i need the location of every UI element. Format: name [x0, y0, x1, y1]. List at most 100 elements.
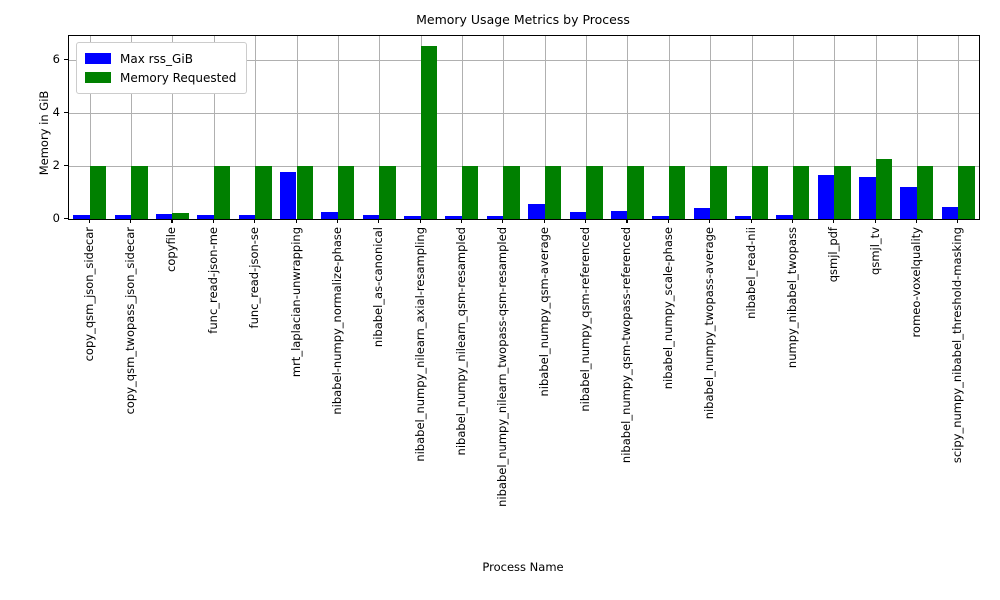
bar	[404, 215, 421, 219]
grid-line-horizontal	[69, 59, 979, 61]
bar	[486, 215, 504, 219]
x-axis-tick-mark	[502, 219, 504, 223]
bar	[916, 165, 934, 219]
x-axis-tick-mark	[88, 219, 90, 223]
bar	[503, 165, 520, 219]
grid-line-vertical	[586, 36, 588, 219]
bar	[461, 165, 479, 219]
y-axis-tick-label: 4	[52, 104, 60, 119]
bar	[73, 215, 90, 219]
grid-line-vertical	[710, 36, 712, 219]
x-axis-tick-mark	[378, 219, 380, 223]
grid-line-vertical	[834, 36, 836, 219]
bar	[875, 159, 893, 219]
bar	[445, 215, 462, 219]
y-axis-tick-mark	[64, 164, 68, 167]
grid-line-vertical	[172, 36, 174, 219]
bar	[627, 165, 644, 219]
y-axis-tick-label: 6	[52, 51, 60, 66]
y-axis-tick-label: 0	[52, 211, 60, 225]
x-axis-tick-mark	[833, 219, 835, 223]
bar	[279, 172, 297, 219]
grid-line-vertical	[213, 36, 215, 219]
grid-line-vertical	[503, 36, 505, 219]
bar	[610, 210, 628, 219]
bar	[751, 165, 769, 219]
x-axis-label: Process Name	[482, 560, 564, 574]
x-axis-tick-mark	[543, 219, 545, 223]
bar	[958, 165, 975, 219]
grid-lines	[69, 36, 979, 219]
grid-line-vertical	[751, 36, 753, 219]
grid-line-vertical	[958, 36, 960, 219]
x-axis-tick-mark	[295, 219, 297, 223]
x-axis-tick-mark	[667, 219, 669, 223]
grid-line-horizontal	[69, 165, 979, 167]
bar	[131, 165, 148, 219]
bar	[710, 165, 727, 219]
bar	[834, 165, 851, 219]
y-axis-tick-mark	[64, 111, 68, 113]
bar	[114, 215, 132, 219]
x-axis-tick-mark	[419, 219, 421, 223]
bar	[569, 212, 587, 219]
y-axis-tick-mark	[64, 58, 68, 60]
bar	[528, 204, 545, 219]
y-axis-tick-label: 2	[52, 157, 60, 172]
bar	[776, 214, 793, 219]
grid-line-vertical	[461, 36, 463, 219]
grid-line-vertical	[627, 36, 629, 219]
bar	[817, 174, 835, 219]
grid-line-vertical	[255, 36, 257, 219]
legend-item-max-rss: Max rss_GiB	[85, 49, 236, 68]
x-axis-tick-mark	[626, 219, 628, 223]
grid-line-vertical	[792, 36, 794, 219]
y-axis-tick-labels: 0 2 4 6	[28, 35, 60, 225]
legend-swatch-memory-requested	[85, 72, 111, 83]
grid-line-vertical	[337, 36, 339, 219]
grid-line-vertical	[875, 36, 877, 219]
x-axis-tick-mark	[254, 219, 256, 223]
bar	[792, 165, 810, 219]
grid-line-vertical	[379, 36, 381, 219]
x-axis-tick-mark	[915, 219, 918, 223]
bar	[337, 165, 355, 219]
bars-container	[69, 36, 979, 219]
grid-line-horizontal	[69, 112, 979, 114]
bar	[255, 165, 272, 219]
x-axis-tick-mark	[709, 219, 711, 223]
bar	[172, 213, 189, 219]
x-axis-tick-mark	[750, 219, 752, 223]
bar	[420, 45, 438, 219]
bar	[668, 165, 686, 219]
x-axis-tick-mark	[957, 219, 959, 223]
x-axis-tick-mark	[874, 219, 876, 223]
bar	[586, 165, 603, 219]
bar	[941, 206, 959, 219]
bar	[238, 215, 256, 219]
legend-item-memory-requested: Memory Requested	[85, 68, 236, 87]
chart-title: Memory Usage Metrics by Process	[416, 12, 630, 27]
bar	[362, 215, 380, 219]
legend-swatch-max-rss	[85, 53, 111, 64]
bar	[734, 215, 752, 219]
grid-line-vertical	[131, 36, 133, 219]
bar	[197, 215, 214, 219]
x-axis-tick-mark	[791, 219, 793, 223]
x-axis-tick-mark	[171, 219, 173, 223]
grid-line-vertical	[296, 36, 298, 219]
bar	[652, 215, 669, 219]
bar	[379, 165, 396, 219]
x-axis-tick-mark	[460, 219, 463, 223]
bar	[544, 165, 562, 219]
bar	[321, 212, 338, 219]
bar	[89, 165, 107, 219]
bar	[900, 187, 917, 219]
grid-line-vertical	[89, 36, 91, 219]
bar	[213, 165, 231, 219]
bar	[693, 207, 711, 219]
bar	[296, 165, 314, 219]
bar	[155, 214, 173, 219]
bar	[859, 177, 876, 219]
legend-label-max-rss: Max rss_GiB	[120, 51, 193, 66]
